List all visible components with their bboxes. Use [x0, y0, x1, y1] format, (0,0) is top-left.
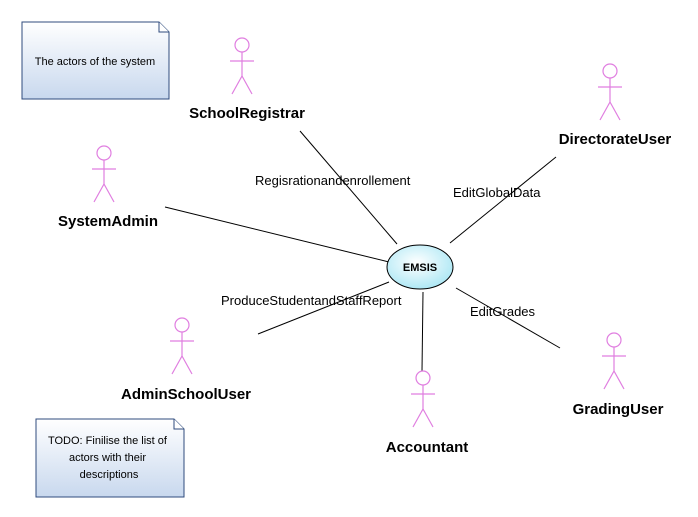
actor-system-admin[interactable]: SystemAdmin [58, 145, 158, 230]
note-icon [21, 21, 170, 100]
actor-name: Accountant [386, 439, 469, 456]
note-todo[interactable]: TODO: Finilise the list of actors with t… [35, 418, 185, 498]
use-case-label: EMSIS [403, 262, 437, 274]
actor-figure-icon [602, 332, 626, 390]
association-label-registration: Regisrationandenrollement [255, 173, 411, 188]
actor-name: SchoolRegistrar [189, 105, 305, 122]
actor-directorate-user[interactable]: DirectorateUser [559, 63, 672, 148]
association-label-edit-global-data: EditGlobalData [453, 185, 541, 200]
note-line: actors with their [69, 452, 146, 464]
use-case-emsis[interactable]: EMSIS [386, 244, 454, 290]
association-line-accountant [421, 291, 424, 372]
actor-figure-icon [230, 37, 254, 95]
actor-name: DirectorateUser [559, 131, 672, 148]
note-actors-of-system[interactable]: The actors of the system [21, 21, 170, 100]
actor-accountant[interactable]: Accountant [386, 370, 469, 456]
actor-grading-user[interactable]: GradingUser [573, 332, 664, 418]
actor-name: AdminSchoolUser [121, 386, 251, 403]
association-line-admin-school-user [257, 281, 390, 335]
note-line: descriptions [80, 469, 139, 481]
actor-figure-icon [598, 63, 622, 121]
actor-figure-icon [411, 370, 435, 428]
note-line: The actors of the system [35, 56, 155, 68]
actor-figure-icon [170, 317, 194, 375]
actor-name: SystemAdmin [58, 213, 158, 230]
association-label-produce-report: ProduceStudentandStaffReport [221, 293, 402, 308]
note-text: TODO: Finilise the list of actors with t… [48, 435, 170, 481]
association-line-system-admin [164, 206, 390, 263]
note-icon [35, 418, 185, 498]
actor-figure-icon [92, 145, 116, 203]
note-line: TODO: Finilise the list of [48, 435, 168, 447]
association-line-grading-user [455, 287, 561, 349]
association-label-edit-grades: EditGrades [470, 304, 536, 319]
association-line-directorate-user [449, 156, 557, 244]
note-text: The actors of the system [35, 56, 155, 68]
actor-admin-school-user[interactable]: AdminSchoolUser [121, 317, 251, 403]
actor-school-registrar[interactable]: SchoolRegistrar [189, 37, 305, 122]
association-line-school-registrar [299, 130, 398, 245]
actor-name: GradingUser [573, 401, 664, 418]
